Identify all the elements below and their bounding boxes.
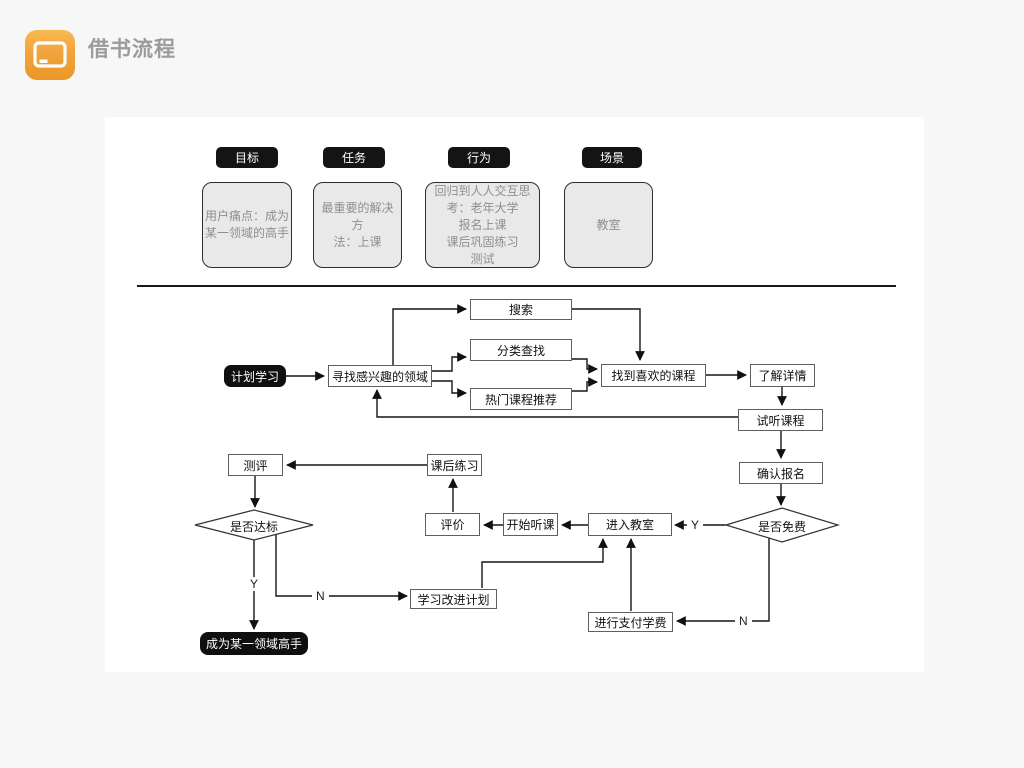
node-found-course: 找到喜欢的课程 (601, 364, 706, 387)
app-logo[interactable] (25, 30, 75, 80)
page-title: 借书流程 (88, 38, 176, 61)
legend-pill-task: 任务 (323, 147, 385, 168)
legend-pill-behavior: 行为 (448, 147, 510, 168)
node-find-field: 寻找感兴趣的领域 (328, 365, 432, 387)
canvas-card: 目标 任务 行为 场景 用户痛点：成为 某一领域的高手 最重要的解决方 法：上课… (105, 117, 924, 672)
decision-meets-standard-label: 是否达标 (229, 520, 278, 534)
node-confirm-signup: 确认报名 (739, 462, 823, 484)
node-become-master: 成为某一领域高手 (200, 632, 308, 655)
legend-pill-scene: 场景 (582, 147, 642, 168)
presentation-board-icon (33, 41, 67, 68)
edge-label-standard-no: N (312, 589, 329, 603)
node-enter-classroom: 进入教室 (588, 513, 672, 536)
legend-box-task: 最重要的解决方 法：上课 (313, 182, 402, 268)
divider-line (137, 285, 896, 287)
node-trial-course: 试听课程 (738, 409, 823, 431)
flow-connectors (194, 304, 841, 630)
node-evaluate: 评价 (425, 513, 480, 536)
node-view-details: 了解详情 (750, 364, 815, 387)
node-hot-courses: 热门课程推荐 (470, 388, 572, 410)
node-plan-study: 计划学习 (224, 365, 286, 387)
legend-box-behavior: 回归到人人交互思 考：老年大学 报名上课 课后巩固练习 测试 (425, 182, 540, 268)
decision-is-free-label: 是否免费 (757, 520, 806, 534)
edge-label-standard-yes: Y (246, 577, 263, 591)
node-category-search: 分类查找 (470, 339, 572, 361)
edge-label-free-yes: Y (687, 518, 704, 532)
node-assessment: 测评 (228, 454, 283, 476)
legend-box-scene: 教室 (564, 182, 653, 268)
node-improve-plan: 学习改进计划 (410, 589, 497, 609)
edge-label-free-no: N (735, 614, 752, 628)
legend-pill-goal: 目标 (216, 147, 278, 168)
node-after-class-practice: 课后练习 (427, 454, 482, 476)
node-start-listening: 开始听课 (503, 513, 558, 536)
legend-box-goal: 用户痛点：成为 某一领域的高手 (202, 182, 292, 268)
node-pay-tuition: 进行支付学费 (588, 612, 673, 632)
decision-is-free-shape (723, 507, 841, 543)
decision-meets-standard-shape (194, 509, 314, 541)
node-search: 搜索 (470, 299, 572, 320)
